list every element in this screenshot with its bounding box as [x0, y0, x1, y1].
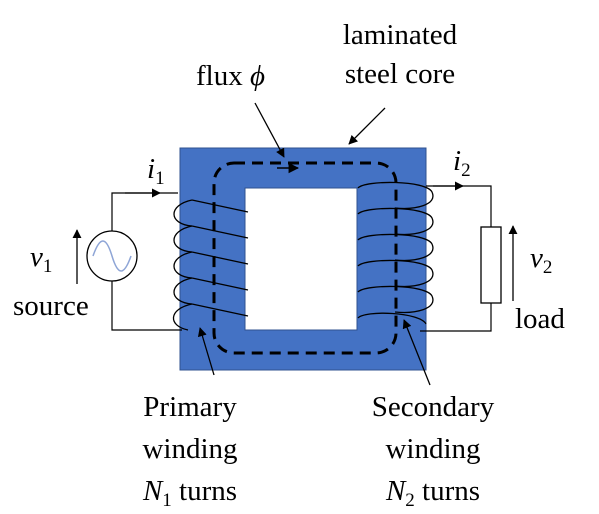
- i1-label: i1: [147, 153, 165, 189]
- core-label-line2: steel core: [345, 58, 455, 90]
- source-label: source: [13, 290, 89, 322]
- flux-path: [212, 161, 398, 355]
- secondary-pointer: [402, 319, 431, 386]
- primary-label-line2: winding: [142, 433, 237, 465]
- core-label-line1: laminated: [343, 19, 458, 51]
- primary-label-line1: Primary: [143, 391, 237, 423]
- flux-label: flux ϕ: [196, 60, 265, 92]
- core-pointer: [348, 107, 386, 145]
- i2-label: i2: [453, 145, 471, 181]
- primary-pointer: [197, 327, 215, 376]
- secondary-label-line3: N2 turns: [385, 475, 480, 511]
- flux-pointer: [254, 102, 285, 158]
- secondary-label-line1: Secondary: [372, 391, 495, 423]
- load-resistor: [480, 226, 502, 304]
- sine-wave-icon: [92, 240, 132, 272]
- secondary-winding: [357, 181, 434, 325]
- load-label: load: [515, 303, 565, 335]
- core-window: [244, 187, 358, 331]
- v1-label: v1: [30, 241, 52, 277]
- v2-label: v2: [530, 242, 552, 278]
- secondary-label-line2: winding: [385, 433, 480, 465]
- primary-label-line3: N1 turns: [142, 475, 237, 511]
- primary-winding: [172, 199, 249, 331]
